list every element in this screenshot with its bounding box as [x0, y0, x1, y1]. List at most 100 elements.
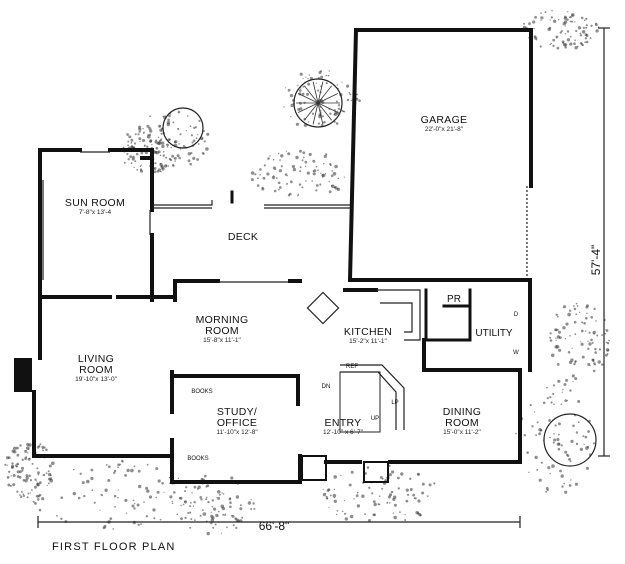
shrub-dot	[187, 512, 190, 514]
shrub-dot	[275, 177, 278, 180]
shrub-dot	[583, 322, 586, 325]
shrub-dot	[575, 29, 578, 33]
shrub-dot	[10, 466, 14, 469]
shrub-dot	[19, 494, 21, 496]
shrub-dot	[570, 358, 574, 362]
shrub-dot	[205, 147, 209, 151]
deck-label: DECK	[228, 231, 258, 243]
shrub-dot	[253, 507, 256, 510]
shrub-dot	[595, 23, 598, 27]
shrub-dot	[166, 120, 171, 125]
shrub-dot	[556, 328, 559, 331]
shrub-dot	[606, 342, 610, 345]
shrub-dot	[286, 175, 288, 177]
shrub-dot	[189, 125, 192, 128]
shrub-dot	[557, 433, 560, 436]
tree-spoke	[303, 85, 319, 104]
shrub-dot	[306, 171, 310, 175]
shrub-dot	[51, 461, 55, 466]
shrub-dot	[549, 396, 552, 399]
shrub-dot	[392, 497, 396, 501]
shrub-dot	[417, 499, 421, 503]
shrub-dot	[138, 130, 141, 133]
shrub-dot	[140, 151, 144, 155]
shrub-dot	[8, 456, 11, 460]
shrub-dot	[555, 339, 557, 341]
tree-spoke	[317, 102, 338, 113]
shrub-dot	[145, 486, 149, 490]
shrub-dot	[576, 305, 579, 307]
shrub-dot	[158, 141, 162, 145]
shrub-dot	[295, 155, 299, 160]
shrub-dot	[194, 519, 196, 522]
shrub-dot	[587, 362, 591, 366]
shrub-dot	[373, 513, 376, 517]
shrub-dot	[326, 497, 329, 500]
shrub-dot	[177, 127, 180, 130]
shrub-dot	[155, 151, 159, 155]
shrub-dot	[587, 430, 590, 433]
shrub-dot	[550, 401, 553, 404]
shrub-dot	[366, 466, 370, 469]
shrub-dot	[190, 518, 193, 521]
shrub-dot	[409, 477, 412, 480]
shrub-dot	[283, 106, 285, 108]
shrub-dot	[373, 502, 377, 507]
shrub-dot	[579, 311, 581, 314]
shrub-dot	[353, 498, 355, 500]
shrub-dot	[133, 142, 137, 145]
shrub-dot	[308, 152, 312, 157]
shrub-dot	[336, 100, 338, 103]
shrub-dot	[166, 143, 168, 146]
shrub-dot	[416, 472, 420, 476]
shrub-dot	[132, 155, 135, 159]
shrub-dot	[205, 498, 208, 501]
shrub-dot	[148, 133, 152, 137]
shrub-dot	[584, 41, 587, 43]
shrub-dot	[130, 468, 134, 473]
shrub-dot	[123, 161, 126, 164]
shrub-dot	[161, 482, 164, 485]
shrub-dot	[112, 528, 114, 530]
shrub-dot	[326, 489, 330, 492]
shrub-dot	[358, 99, 361, 102]
shrub-dot	[329, 494, 332, 497]
shrub-dot	[312, 172, 316, 176]
shrub-dot	[574, 360, 577, 363]
shrub-dot	[581, 321, 584, 324]
shrub-dot	[235, 526, 238, 530]
shrub-dot	[77, 496, 81, 500]
shrub-dot	[221, 506, 226, 511]
shrub-dot	[239, 507, 243, 511]
shrub-dot	[304, 160, 308, 164]
shrub-dot	[60, 517, 63, 520]
shrub-dot	[194, 126, 197, 129]
shrub-dot	[549, 19, 551, 21]
study-label-2: OFFICE	[217, 417, 257, 429]
shrub-dot	[573, 305, 575, 307]
shrub-dot	[549, 473, 551, 475]
shrub-dot	[172, 121, 175, 124]
shrub-dot	[83, 494, 86, 498]
shrub-dot	[426, 495, 429, 497]
shrub-dot	[534, 15, 537, 19]
shrub-dot	[34, 502, 37, 505]
shrub-dot	[128, 135, 132, 139]
shrub-dot	[191, 492, 193, 494]
shrub-dot	[567, 312, 571, 317]
shrub-dot	[414, 497, 417, 500]
shrub-dot	[160, 170, 162, 173]
shrub-dot	[377, 503, 380, 506]
shrub-dot	[577, 400, 581, 403]
shrub-dot	[336, 110, 339, 112]
shrub-dot	[211, 499, 214, 502]
shrub-dot	[311, 180, 314, 182]
dimension-lines	[37, 27, 610, 528]
shrub-dot	[388, 473, 392, 477]
shrub-dot	[151, 144, 153, 146]
shrub-dot	[167, 165, 170, 167]
shrub-dot	[562, 326, 566, 330]
shrub-dot	[330, 174, 334, 178]
shrub-dot	[548, 26, 552, 30]
shrub-dot	[117, 463, 121, 467]
